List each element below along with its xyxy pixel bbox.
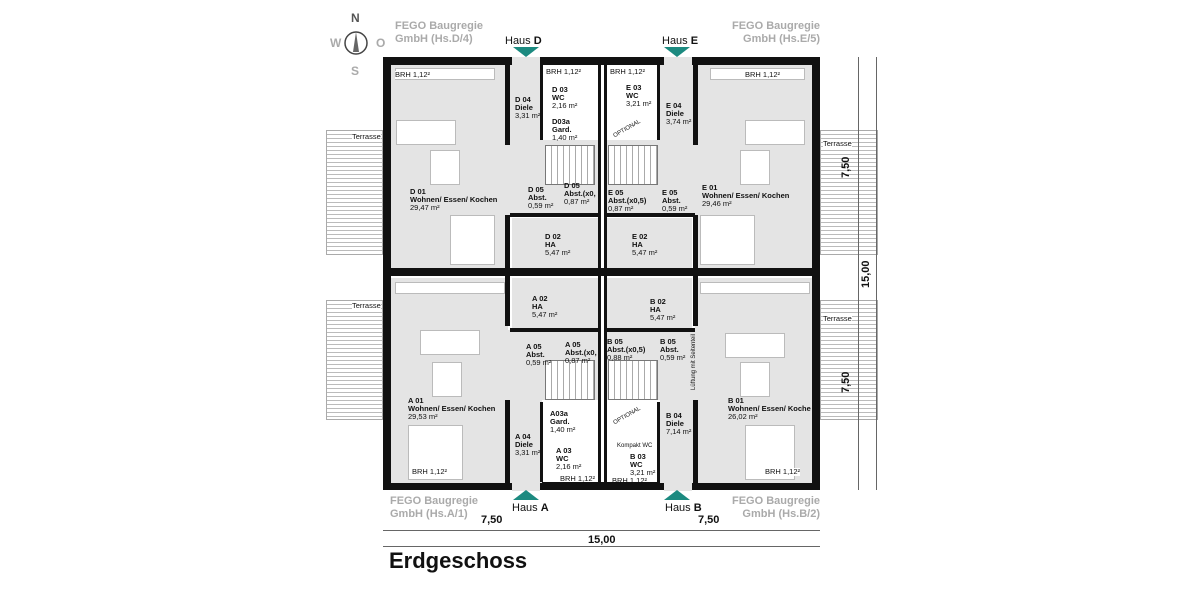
terrace-label: Terrasse — [823, 139, 852, 148]
dimension-total-depth: 15,00 — [860, 260, 872, 288]
compass-s: S — [351, 64, 360, 78]
kompakt-wc-note: Kompakt WC — [617, 443, 653, 449]
dimension-top-depth: 7,50 — [840, 156, 852, 178]
entrance-arrow-icon — [513, 47, 539, 57]
house-e-label: Haus E — [662, 35, 699, 47]
house-b-label: Haus B — [665, 502, 702, 514]
house-a-label: Haus A — [512, 502, 549, 514]
entrance-arrow-icon — [513, 490, 539, 500]
floor-title: Erdgeschoss — [389, 548, 528, 573]
dimension-right-width: 7,50 — [698, 514, 720, 526]
brh-note: BRH 1,12² — [610, 67, 646, 76]
entrance-arrow-icon — [664, 47, 690, 57]
compass-n: N — [351, 11, 360, 25]
brh-note: BRH 1,12² — [612, 476, 648, 485]
brh-note: BRH 1,12² — [412, 467, 448, 476]
brh-note: BRH 1,12² — [765, 467, 801, 476]
compass-o: O — [376, 36, 386, 50]
compass-w: W — [330, 36, 342, 50]
terrace-label: Terrasse — [352, 301, 381, 310]
terrace-a — [326, 300, 383, 420]
brh-note: BRH 1,12² — [560, 474, 596, 483]
brh-note: BRH 1,12² — [395, 70, 431, 79]
terrace-d — [326, 130, 383, 255]
terrace-label: Terrasse — [352, 132, 381, 141]
dimension-left-width: 7,50 — [481, 514, 503, 526]
entrance-arrow-icon — [664, 490, 690, 500]
terrace-label: Terrasse — [823, 314, 852, 323]
dimension-total-width: 15,00 — [588, 534, 616, 546]
brh-note: BRH 1,12² — [546, 67, 582, 76]
compass-rose-icon — [344, 31, 368, 55]
house-d-label: Haus D — [505, 35, 542, 47]
lueftung-note: Lüftung mit Seitenteil — [691, 333, 697, 390]
terrace-e — [820, 130, 878, 255]
brh-note: BRH 1,12² — [745, 70, 781, 79]
dimension-bottom-depth: 7,50 — [840, 371, 852, 393]
